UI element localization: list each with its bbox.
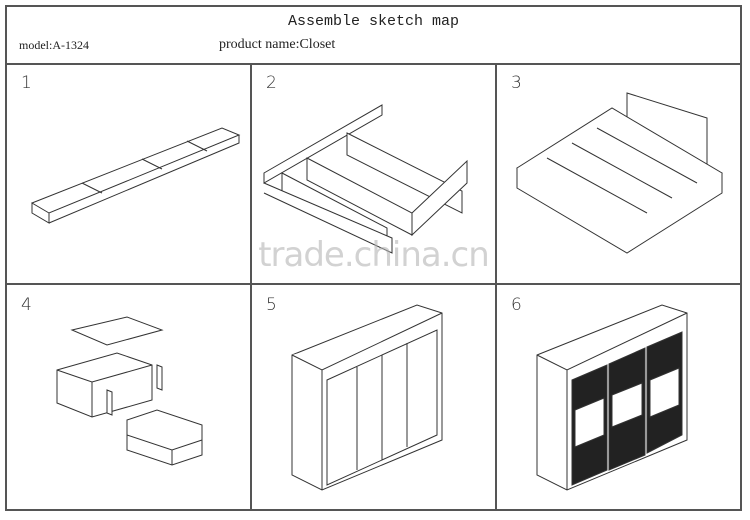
assembly-sheet: Assemble sketch map model:A-1324 product… — [5, 5, 742, 511]
step-panel-1: 1 — [7, 63, 252, 285]
step-number: 5 — [266, 295, 277, 315]
sheet-title: Assemble sketch map — [287, 13, 460, 30]
wardrobe-frame-drawing — [291, 304, 443, 491]
step-panel-2: 2 — [252, 63, 497, 285]
watermark: trade.china.cn — [258, 235, 490, 275]
dividers-drawing — [263, 104, 468, 254]
shelf-assembly-drawing — [516, 92, 723, 254]
step-number: 6 — [511, 295, 522, 315]
step-panel-3: 3 — [497, 63, 740, 285]
base-frame-drawing — [30, 127, 241, 224]
step-number: 2 — [266, 73, 277, 93]
step-number: 3 — [511, 73, 522, 93]
model-label: model:A-1324 — [19, 38, 89, 52]
step-number: 4 — [21, 295, 32, 315]
finished-closet-drawing — [536, 304, 688, 491]
step-panel-6: 6 — [497, 285, 740, 511]
step-panel-4: 4 — [7, 285, 252, 511]
step-panel-5: 5 — [252, 285, 497, 511]
step-number: 1 — [21, 73, 32, 93]
sheet-header: Assemble sketch map model:A-1324 product… — [7, 7, 740, 65]
steps-grid: 1 2 3 — [7, 63, 740, 511]
drawer-unit-drawing — [56, 316, 203, 466]
product-name-label: product name:Closet — [219, 37, 336, 52]
